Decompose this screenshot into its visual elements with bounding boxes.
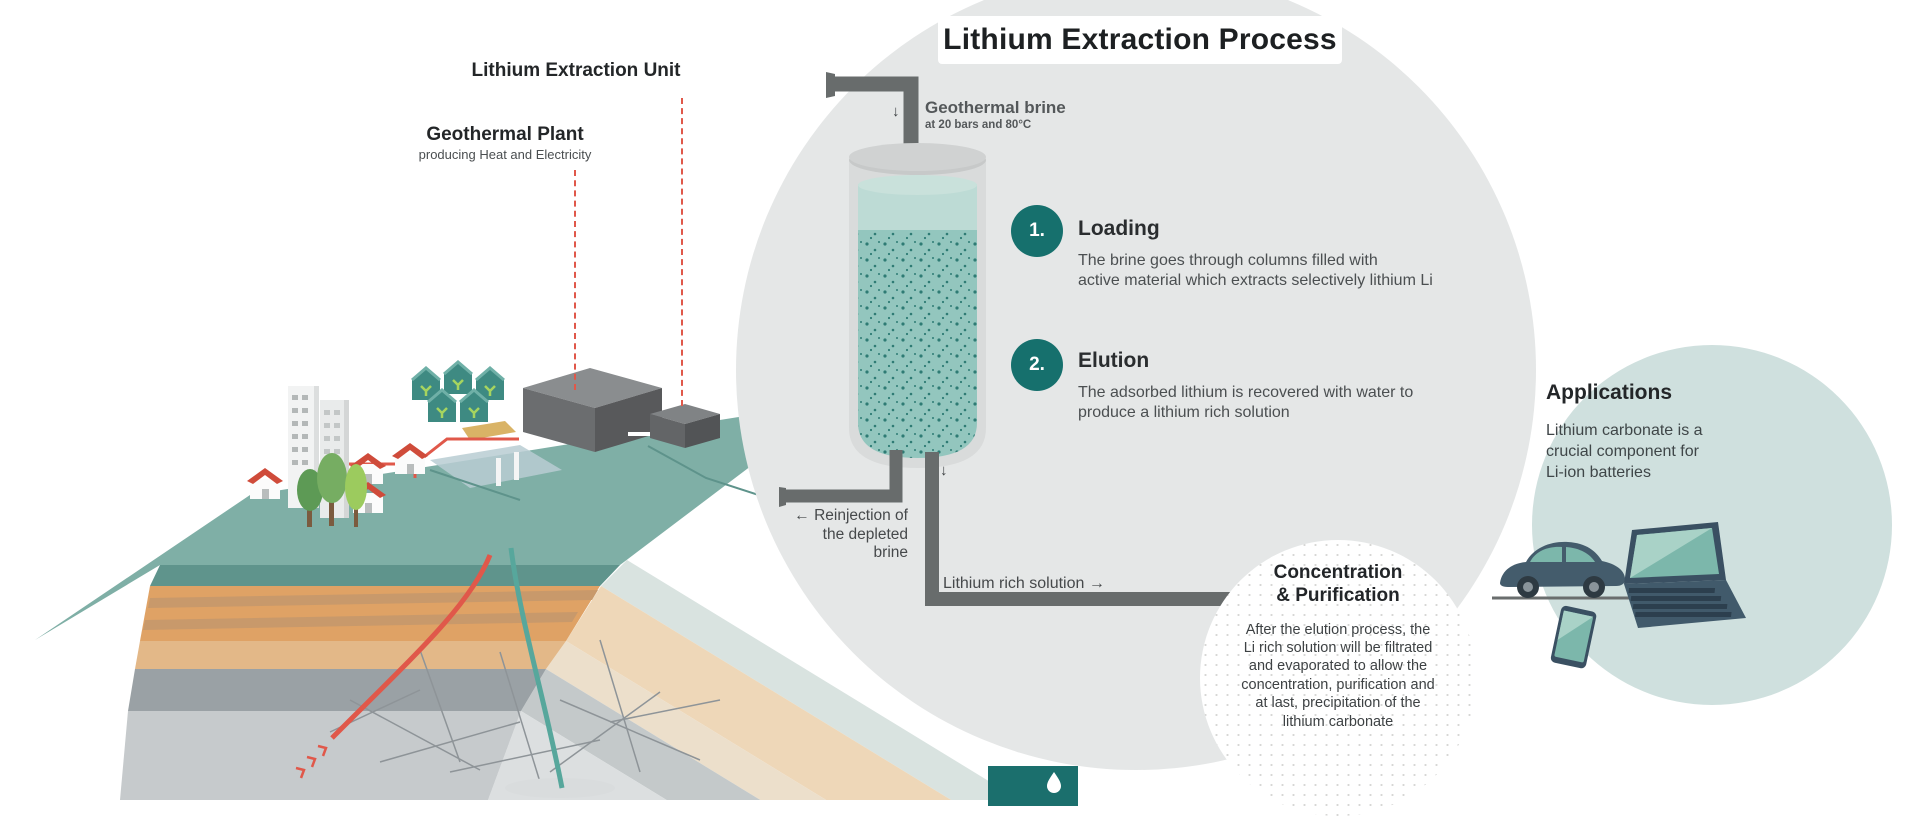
- applications-icons: [1492, 522, 1746, 669]
- reinjection-label: ← Reinjection of the depleted brine: [794, 507, 908, 562]
- brine-label-line2: at 20 bars and 80°C: [925, 119, 1032, 131]
- applications-desc: Lithium carbonate is a crucial component…: [1546, 422, 1703, 481]
- step-1-number: 1.: [1029, 220, 1045, 241]
- inlet-pipe: [826, 72, 919, 158]
- step-2-badge: 2.: [1011, 339, 1063, 391]
- step-2-desc: The adsorbed lithium is recovered with w…: [1078, 384, 1414, 422]
- solution-label: Lithium rich solution →: [943, 575, 1105, 592]
- step-2-number: 2.: [1029, 354, 1045, 375]
- laptop-icon: [1624, 522, 1746, 628]
- underground-layers: [120, 586, 600, 800]
- step-1-badge: 1.: [1011, 205, 1063, 257]
- brine-label-line1: Geothermal brine: [925, 98, 1066, 117]
- step-1-desc: The brine goes through columns filled wi…: [1078, 252, 1433, 290]
- concentration-title: Concentration & Purification: [1273, 562, 1403, 606]
- step-2: Elution The adsorbed lithium is recovere…: [1078, 349, 1498, 424]
- solution-pipe: [925, 452, 1245, 606]
- water-badge: [988, 766, 1078, 806]
- diagram-title-band: Lithium Extraction Process: [938, 16, 1342, 64]
- production-well-teal: [508, 547, 565, 789]
- label-geothermal-plant: Geothermal Plant: [426, 124, 584, 145]
- pillar: [514, 452, 519, 480]
- reinjection-pipe: [779, 450, 903, 507]
- lithium-extraction-unit-building: [650, 404, 720, 448]
- label-geothermal-plant-sub: producing Heat and Electricity: [418, 147, 592, 162]
- applications-title: Applications: [1546, 381, 1673, 404]
- step-1: Loading The brine goes through columns f…: [1078, 217, 1498, 292]
- injection-well-red: [295, 554, 493, 779]
- rock-fractures: [329, 639, 721, 783]
- step-2-title: Elution: [1078, 349, 1150, 372]
- dashed-pointer-extraction-unit: [681, 98, 683, 406]
- dashed-pointer-plant: [574, 170, 576, 390]
- pillar: [496, 458, 501, 486]
- car-icon: [1500, 541, 1626, 598]
- droplet-icon: [1047, 772, 1061, 793]
- page-title: Lithium Extraction Process: [943, 23, 1337, 56]
- label-lithium-extraction-unit: Lithium Extraction Unit: [471, 60, 681, 81]
- down-arrow-icon: ↓: [892, 103, 900, 120]
- trees: [297, 453, 367, 527]
- extraction-column: [849, 143, 986, 468]
- brine-inlet-label: Geothermal brine at 20 bars and 80°C: [925, 98, 1066, 131]
- down-arrow-icon: ↓: [940, 462, 948, 479]
- ground-line: [647, 445, 769, 499]
- step-1-title: Loading: [1078, 217, 1160, 240]
- phone-icon: [1550, 605, 1597, 669]
- concentration-purification-circle: Concentration & Purification After the e…: [1200, 540, 1476, 816]
- concentration-desc: After the elution process, the Li rich s…: [1241, 621, 1435, 730]
- ground-surface: [35, 412, 788, 640]
- ground-line2: [429, 469, 521, 501]
- dirt-path: [462, 421, 516, 440]
